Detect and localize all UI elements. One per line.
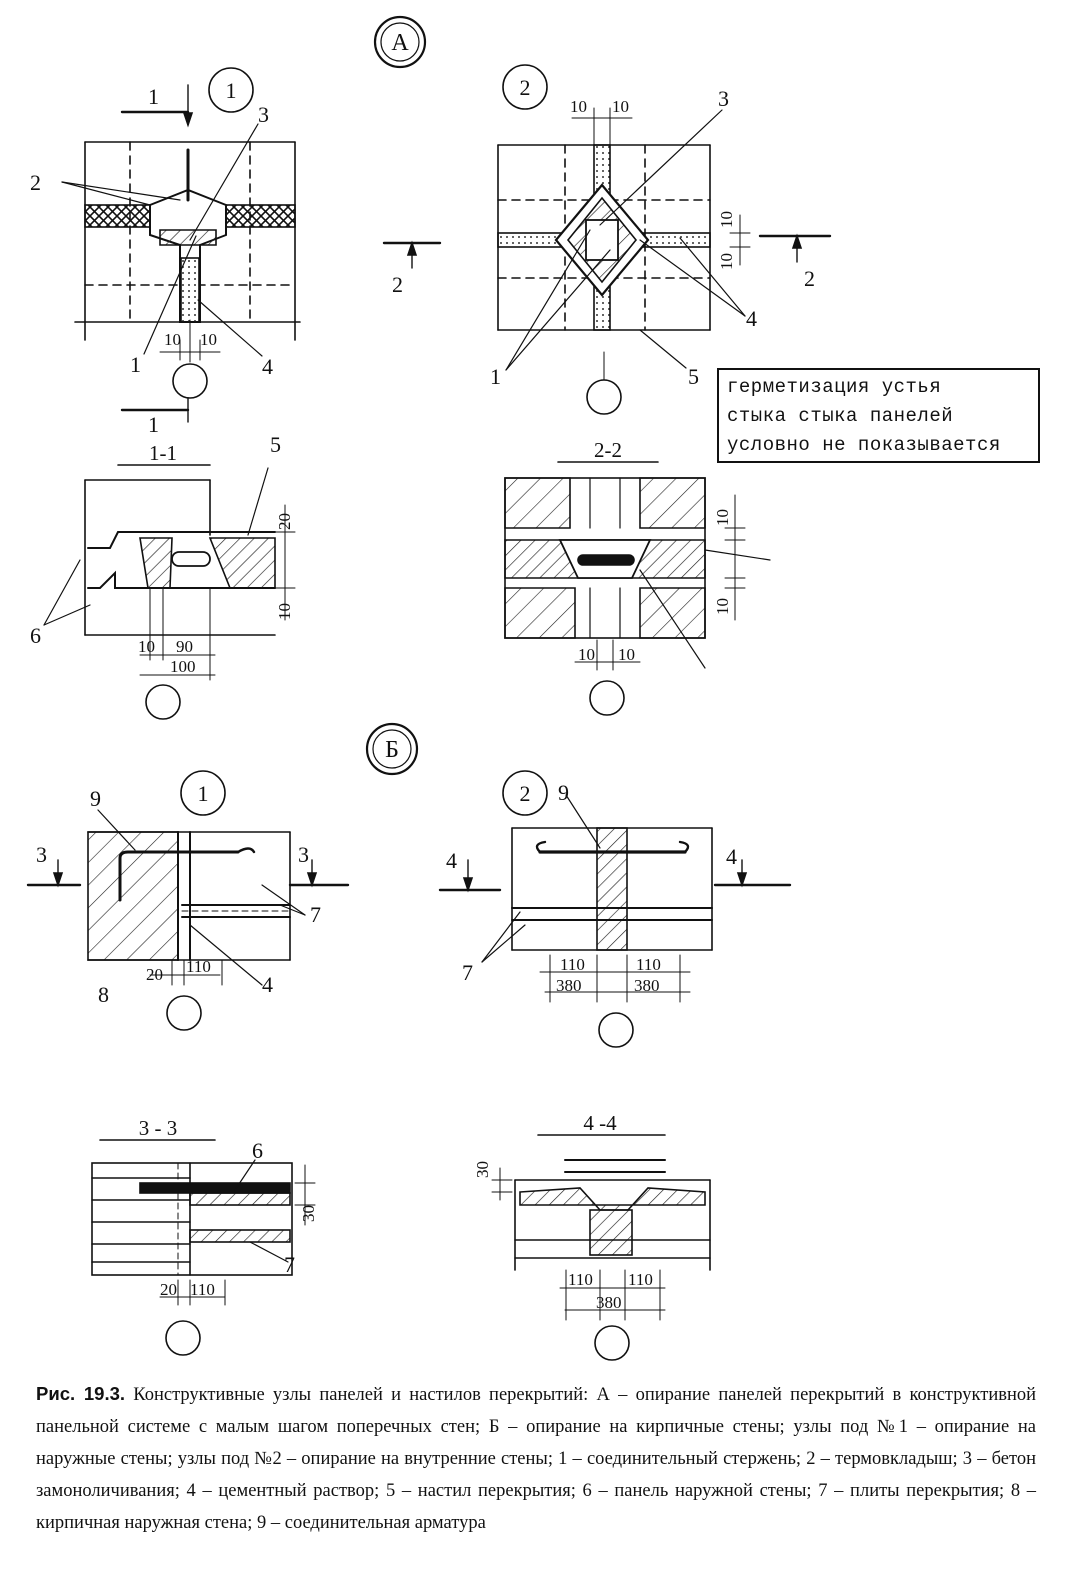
dim-s11-20: 20 xyxy=(275,513,294,530)
cut-2-right-label: 2 xyxy=(804,266,815,291)
callout-3-a2: 3 xyxy=(718,86,729,111)
dim-b2-110-left: 110 xyxy=(560,955,585,974)
node-a2-plan xyxy=(382,64,832,415)
dim-s44-30: 30 xyxy=(473,1161,492,1178)
dim-s44-110-right: 110 xyxy=(628,1270,653,1289)
dim-s11-10-bottom: 10 xyxy=(138,637,155,656)
dim-s33-30: 30 xyxy=(299,1205,318,1222)
dim-s11-10: 10 xyxy=(275,603,294,620)
callout-9-b1: 9 xyxy=(90,786,101,811)
dim-a2-10-bottom: 10 xyxy=(717,253,736,270)
cut-3-right-label: 3 xyxy=(298,842,309,867)
callout-5-s11: 5 xyxy=(270,432,281,457)
dim-b2-380-left: 380 xyxy=(556,976,582,995)
dim-s22-10-left: 10 xyxy=(578,645,595,664)
cut-4-left-label: 4 xyxy=(446,848,457,873)
figure-caption: Рис. 19.3. Конструктивные узлы панелей и… xyxy=(36,1378,1036,1539)
section-1-1-title: 1-1 xyxy=(149,441,177,465)
callout-7-b1: 7 xyxy=(310,902,321,927)
callout-4-a1: 4 xyxy=(262,354,273,379)
callout-7-b2: 7 xyxy=(462,960,473,985)
dim-s33-20: 20 xyxy=(160,1280,177,1299)
node-b1-plan xyxy=(26,770,350,1031)
sealing-note-line-2: стыка стыка панелей xyxy=(727,405,954,427)
callout-4-a2: 4 xyxy=(746,306,757,331)
node-a1-number: 1 xyxy=(226,78,237,103)
cut-4-right-label: 4 xyxy=(726,844,737,869)
dim-s11-100: 100 xyxy=(170,657,196,676)
figure-caption-text: Конструктивные узлы панелей и настилов п… xyxy=(36,1385,1037,1533)
dim-a2-10-left: 10 xyxy=(570,97,587,116)
cut-1-top-label: 1 xyxy=(148,84,159,109)
sealing-note-box: герметизация устья стыка стыка панелей у… xyxy=(717,368,1040,463)
section-a-badge xyxy=(373,15,427,69)
section-3-3 xyxy=(91,1139,316,1356)
dim-s44-110-left: 110 xyxy=(568,1270,593,1289)
node-b2-plan xyxy=(438,770,792,1048)
dim-s33-110: 110 xyxy=(190,1280,215,1299)
callout-8-b1: 8 xyxy=(98,982,109,1007)
dim-a2-10-top: 10 xyxy=(717,211,736,228)
dim-s22-10-bottom: 10 xyxy=(713,598,732,615)
section-4-4-title: 4 -4 xyxy=(583,1111,617,1135)
cut-2-left-label: 2 xyxy=(392,272,403,297)
dim-s22-10-top: 10 xyxy=(713,509,732,526)
dim-b1-110: 110 xyxy=(186,957,211,976)
dim-a1-10-right: 10 xyxy=(200,330,217,349)
node-b2-number: 2 xyxy=(520,781,531,806)
dim-b2-380-right: 380 xyxy=(634,976,660,995)
dim-s44-380: 380 xyxy=(596,1293,622,1312)
dim-s22-10-right: 10 xyxy=(618,645,635,664)
sealing-note-line-1: герметизация устья xyxy=(727,376,942,398)
section-2-2 xyxy=(504,461,771,716)
callout-1-a2: 1 xyxy=(490,364,501,389)
callout-5-a2: 5 xyxy=(688,364,699,389)
section-4-4 xyxy=(491,1134,711,1361)
callout-6-s11: 6 xyxy=(30,623,41,648)
callout-9-b2: 9 xyxy=(558,780,569,805)
dim-s11-90: 90 xyxy=(176,637,193,656)
cut-1-bottom-label: 1 xyxy=(148,412,159,437)
figure-caption-label: Рис. 19.3. xyxy=(36,1383,126,1404)
callout-4-b1: 4 xyxy=(262,972,273,997)
dim-b1-20: 20 xyxy=(146,965,163,984)
section-a-label: А xyxy=(391,30,409,56)
callout-2-a1: 2 xyxy=(30,170,41,195)
callout-6-s33: 6 xyxy=(252,1138,263,1163)
section-b-label: Б xyxy=(385,737,399,763)
node-b1-number: 1 xyxy=(198,781,209,806)
node-a2-number: 2 xyxy=(520,75,531,100)
callout-7-s33: 7 xyxy=(284,1252,295,1277)
section-b-badge xyxy=(365,722,419,776)
section-3-3-title: 3 - 3 xyxy=(139,1116,178,1140)
section-1-1 xyxy=(43,464,296,720)
dim-b2-110-right: 110 xyxy=(636,955,661,974)
dim-a2-10-right: 10 xyxy=(612,97,629,116)
dim-a1-10-left: 10 xyxy=(164,330,181,349)
callout-3-a1: 3 xyxy=(258,102,269,127)
sealing-note-line-3: условно не показывается xyxy=(727,434,1001,456)
node-a1-plan xyxy=(61,67,301,423)
section-2-2-title: 2-2 xyxy=(594,438,622,462)
callout-1-a1: 1 xyxy=(130,352,141,377)
cut-3-left-label: 3 xyxy=(36,842,47,867)
construction-drawing: А Б 1 2 1 2 1 1 2 2 3 3 4 4 1-1 2-2 3 - … xyxy=(26,15,832,1361)
